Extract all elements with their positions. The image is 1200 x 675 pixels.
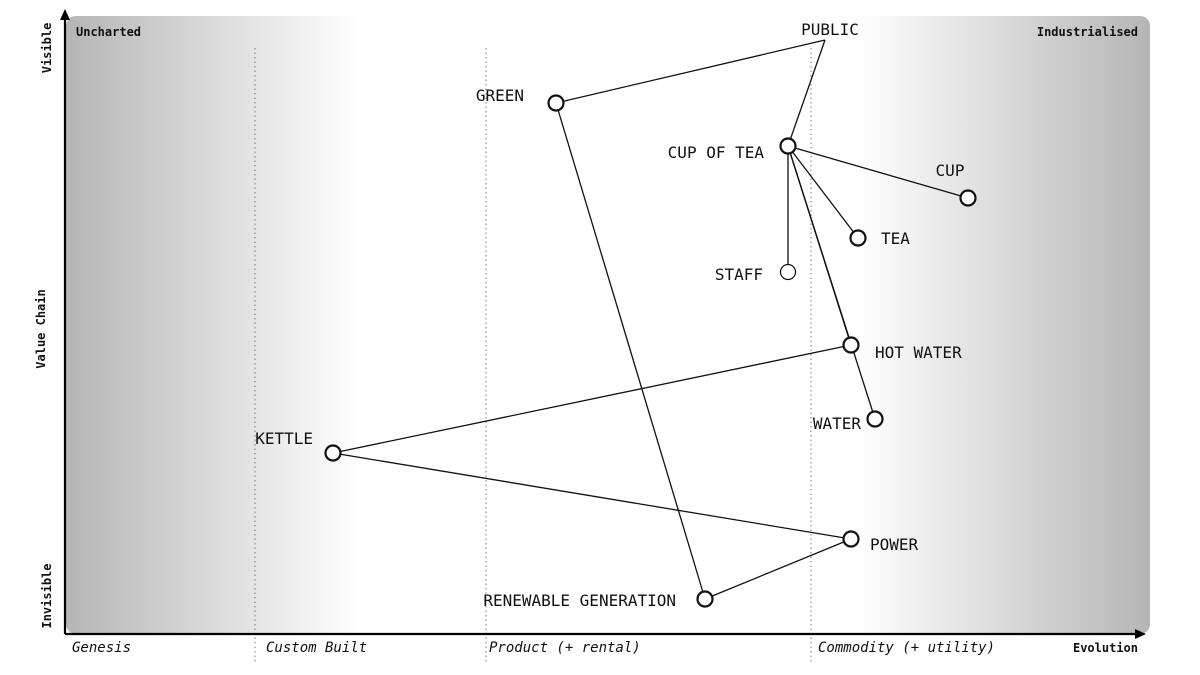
links-layer: [332, 39, 969, 600]
label-green: GREEN: [476, 86, 524, 105]
nodes-layer: [324, 94, 977, 608]
stage-label-product: Product (+ rental): [489, 640, 641, 656]
stage-label-custom-built: Custom Built: [266, 640, 367, 656]
label-renewable-generation: RENEWABLE GENERATION: [483, 591, 676, 610]
label-public: PUBLIC: [801, 20, 859, 39]
stage-label-commodity: Commodity (+ utility): [818, 640, 995, 656]
link-cup-of-tea-to-water: [787, 145, 876, 420]
node-renewable-generation[interactable]: [696, 590, 714, 608]
node-cup-of-tea[interactable]: [779, 137, 797, 155]
label-kettle: KETTLE: [255, 429, 313, 448]
corner-label-uncharted: Uncharted: [76, 25, 141, 39]
link-hot-water-to-kettle: [332, 344, 852, 454]
link-green-to-renewable-generation: [555, 102, 706, 600]
corner-label-industrialised: Industrialised: [1037, 25, 1138, 39]
node-green[interactable]: [547, 94, 565, 112]
stage-label-genesis: Genesis: [72, 640, 131, 656]
node-water[interactable]: [866, 410, 884, 428]
node-hot-water[interactable]: [842, 336, 860, 354]
node-kettle[interactable]: [324, 444, 342, 462]
map-background: [66, 16, 1150, 634]
y-axis-label: Value Chain: [34, 289, 48, 368]
y-axis-bottom-label: Invisible: [40, 563, 54, 628]
labels-layer: PUBLIC GREEN CUP OF TEA CUP TEA STAFF HOT WATE…: [255, 20, 964, 610]
label-cup-of-tea: CUP OF TEA: [668, 143, 765, 162]
label-hot-water: HOT WATER: [875, 343, 962, 362]
label-staff: STAFF: [715, 265, 763, 284]
label-cup: CUP: [936, 161, 965, 180]
x-axis-arrow: [1135, 629, 1146, 639]
label-power: POWER: [870, 535, 919, 554]
link-renewable-generation-to-power: [704, 538, 852, 600]
link-public-to-green: [555, 39, 826, 104]
link-public-to-cup-of-tea: [787, 39, 826, 147]
link-cup-of-tea-to-cup: [787, 145, 969, 199]
link-kettle-to-power: [332, 452, 852, 540]
y-axis-top-label: Visible: [40, 23, 54, 74]
node-tea[interactable]: [849, 229, 867, 247]
label-water: WATER: [813, 414, 862, 433]
label-tea: TEA: [881, 229, 910, 248]
node-cup[interactable]: [959, 189, 977, 207]
x-axis-label: Evolution: [1073, 641, 1138, 655]
link-cup-of-tea-to-tea: [787, 145, 859, 239]
y-axis-arrow: [60, 9, 70, 20]
node-power[interactable]: [842, 530, 860, 548]
node-staff[interactable]: [779, 263, 797, 281]
